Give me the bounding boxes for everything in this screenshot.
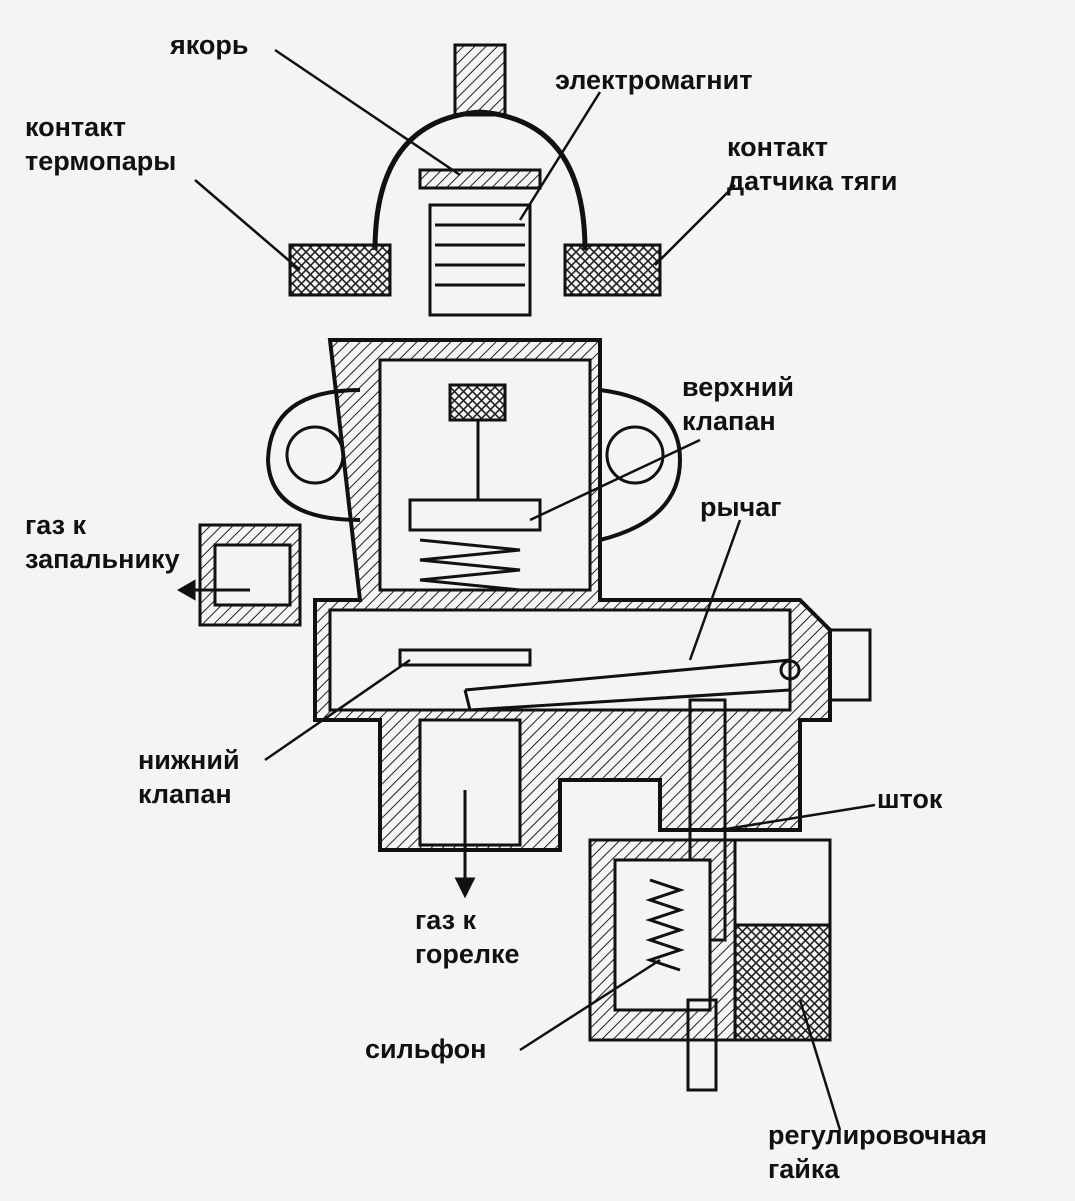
label-adjusting-nut: регулировочная гайка	[768, 1118, 987, 1186]
label-lever: рычаг	[700, 492, 782, 522]
adjusting-nut-shape	[733, 923, 832, 1042]
label-line: термопары	[25, 146, 177, 176]
lower-valve-disc	[398, 648, 532, 667]
label-electromagnet: электромагнит	[555, 65, 753, 95]
thermocouple-contact-fitting	[288, 243, 392, 297]
lever	[463, 658, 792, 712]
label-stem: шток	[877, 784, 943, 814]
label-lower-valve: нижний клапан	[138, 743, 240, 811]
top-plug	[453, 43, 507, 117]
label-bellows: сильфон	[365, 1034, 487, 1064]
label-line: нижний	[138, 745, 240, 775]
label-armature: якорь	[170, 30, 249, 60]
label-line: горелке	[415, 939, 520, 969]
label-draft-sensor-contact: контакт датчика тяги	[727, 130, 898, 198]
label-thermocouple-contact: контакт термопары	[25, 110, 176, 178]
coil	[428, 203, 532, 317]
label-line: контакт	[727, 132, 828, 162]
label-line: регулировочная	[768, 1120, 987, 1150]
label-line: клапан	[138, 779, 232, 809]
draft-contact-fitting	[563, 243, 662, 297]
bellows	[645, 878, 685, 972]
label-upper-valve: верхний клапан	[682, 370, 794, 438]
label-pilot-gas: газ к запальнику	[25, 508, 180, 576]
label-line: гайка	[768, 1154, 840, 1184]
upper-spring	[419, 538, 521, 592]
label-line: контакт	[25, 112, 126, 142]
label-line: клапан	[682, 406, 776, 436]
label-line: датчика тяги	[727, 166, 898, 196]
label-line: газ к	[415, 905, 477, 935]
label-line: газ к	[25, 510, 87, 540]
label-burner-gas: газ к горелке	[415, 903, 520, 971]
label-line: верхний	[682, 372, 794, 402]
label-line: запальнику	[25, 544, 180, 574]
